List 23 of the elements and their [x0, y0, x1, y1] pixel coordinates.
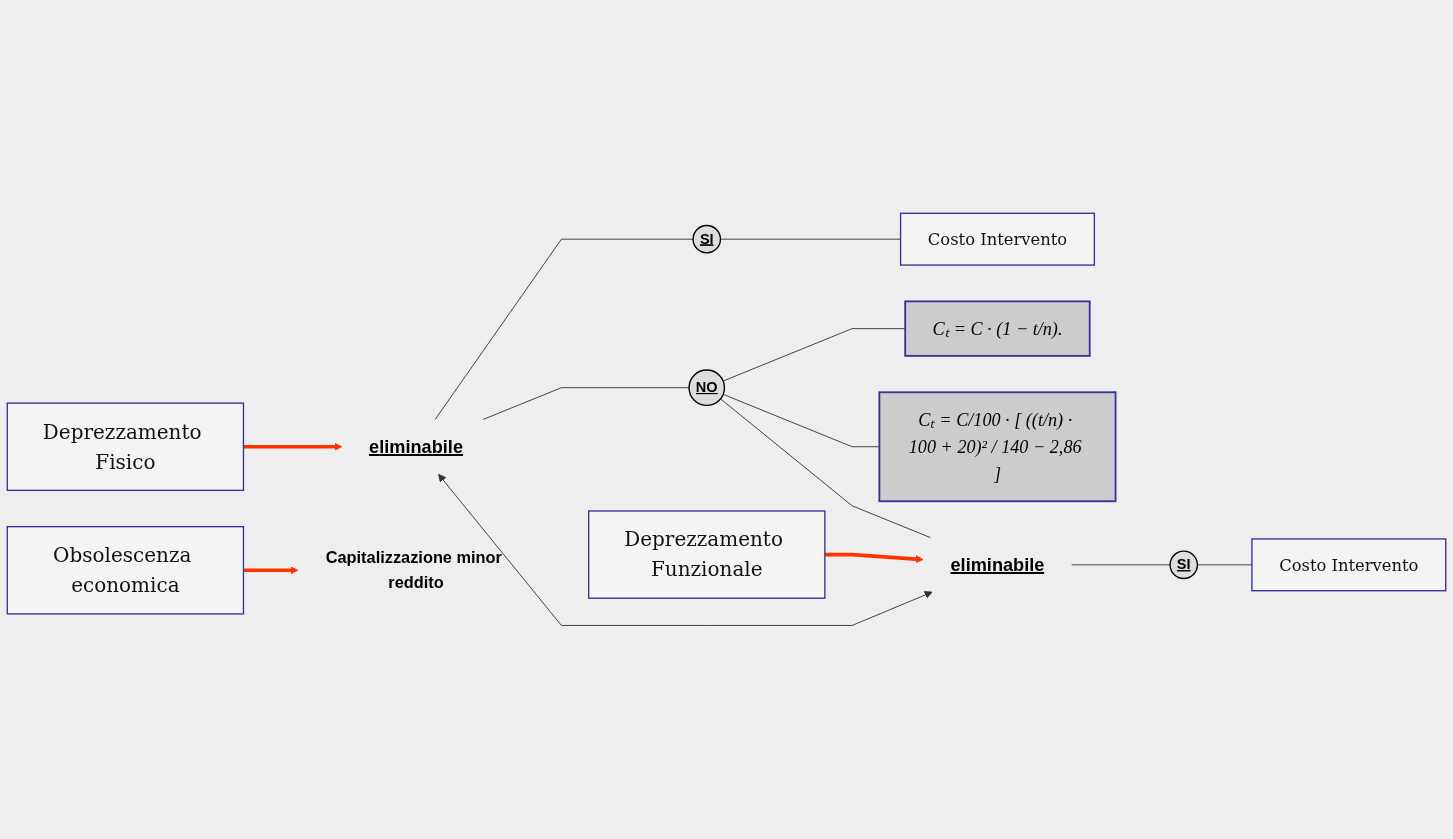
arrow: [824, 552, 924, 564]
node-circle: NO: [688, 369, 726, 407]
connector: [434, 238, 694, 421]
connector: [1071, 564, 1171, 566]
node-circle: SI: [692, 224, 722, 254]
node-box: Deprezzamento Fisico: [6, 402, 245, 492]
connector: [722, 394, 880, 448]
connector: [482, 387, 690, 421]
arrow: [243, 442, 343, 451]
node-text: Capitalizzazione minor reddito: [325, 548, 502, 592]
node-text: eliminabile: [369, 436, 464, 457]
connector: [722, 328, 906, 382]
connector: [720, 398, 931, 539]
node-box: Costo Intervento: [1251, 538, 1447, 592]
node-box: Costo Intervento: [899, 212, 1096, 266]
arrow: [243, 566, 299, 575]
node-text: eliminabile: [950, 554, 1045, 575]
node-box: Deprezzamento Funzionale: [588, 510, 826, 599]
node-box: Cₜ = C · (1 − t/n).: [904, 300, 1091, 357]
node-box: Obsolescenza economica: [6, 526, 245, 615]
node-circle: SI: [1169, 550, 1199, 580]
connector: [720, 238, 901, 240]
node-box: Cₜ = C/100 · [ ((t/n) · 100 + 20)² / 140 − 2,86 ]: [878, 391, 1117, 503]
